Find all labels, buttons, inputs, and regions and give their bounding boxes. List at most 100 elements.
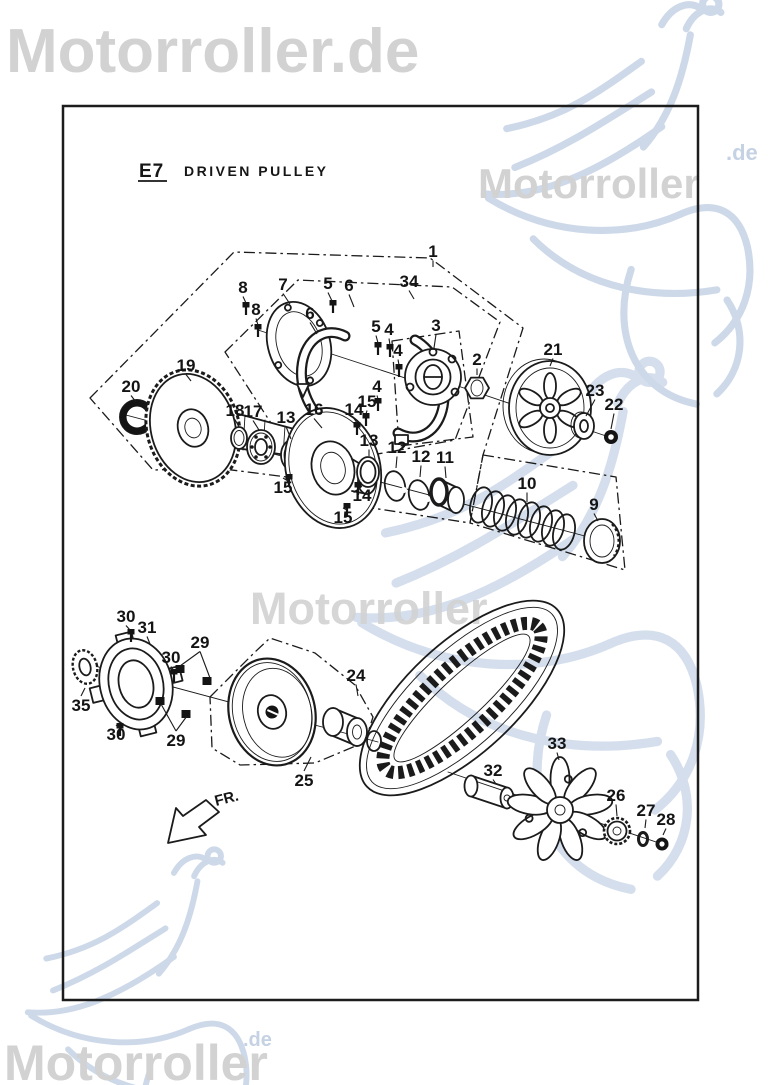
part-leader-line [444, 466, 447, 479]
part-number-label: 9 [589, 495, 598, 514]
part-leader-line [549, 358, 554, 367]
part-leader-line [242, 296, 247, 304]
part-leader-line [313, 418, 323, 429]
page-title: DRIVEN PULLEY [184, 163, 329, 179]
nut-28 [655, 837, 669, 851]
part-number-label: 34 [400, 272, 419, 291]
part-number-label: 6 [305, 304, 314, 323]
part-leader-line [130, 395, 137, 403]
part-leader-line [419, 465, 422, 478]
washer-23 [570, 411, 595, 440]
part-number-label: 4 [372, 377, 382, 396]
part-leader-line [252, 420, 260, 431]
spacer-32 [463, 774, 515, 810]
part-number-label: 32 [484, 761, 503, 780]
part-number-label: 5 [323, 274, 332, 293]
part-number-label: 30 [117, 607, 136, 626]
part-leader-line [375, 335, 379, 344]
part-leader-line [355, 684, 359, 697]
part-leader-line [80, 687, 86, 697]
part-leader-line [395, 456, 398, 469]
part-leader-line [644, 819, 647, 829]
washer-18 [230, 426, 248, 450]
part-leader-line [593, 513, 599, 522]
shoe-group-outline [224, 279, 501, 469]
part-number-label: 23 [586, 381, 605, 400]
part-leader-line [353, 418, 358, 424]
part-leader-line [408, 290, 415, 300]
part-leader-line [285, 426, 292, 440]
fr-direction-arrow: FR. [167, 788, 241, 844]
part-leader-line [585, 399, 596, 417]
part-number-label: 35 [72, 696, 91, 715]
part-number-label: 11 [436, 448, 454, 467]
part-number-label: 14 [345, 400, 364, 419]
part-number-label: 5 [371, 317, 380, 336]
washer-27 [637, 831, 649, 847]
part-leader-line [348, 294, 355, 308]
watermark-text-center: Motorroller [250, 583, 488, 634]
part-number-label: 25 [295, 771, 314, 790]
part-leader-line [615, 804, 618, 817]
part-number-label: 8 [238, 278, 247, 297]
bolt-icon [361, 411, 371, 428]
watermark-text-top-right: Motorroller [478, 160, 700, 207]
watermark-text-top-left: Motorroller.de [6, 17, 419, 86]
part-number-label: 30 [107, 725, 126, 744]
part-leader-line [255, 318, 259, 326]
part-number-label: 18 [226, 401, 245, 420]
lock-nut-2 [464, 376, 490, 400]
part-number-label: 3 [431, 316, 440, 335]
part-number-label: 27 [637, 801, 656, 820]
part-leader-line [303, 756, 312, 772]
section-code: E7 [139, 161, 164, 182]
part-number-label: 2 [472, 350, 481, 369]
cam-plate-31 [88, 630, 184, 738]
part-number-label: 19 [177, 356, 196, 375]
part-leader-line [185, 374, 192, 382]
snap-ring-12a [383, 470, 407, 502]
part-leader-line [146, 636, 151, 645]
snap-ring-12b [407, 479, 431, 511]
slider-block-icon [155, 697, 165, 705]
part-leader-line [492, 779, 497, 785]
part-leader-line [170, 666, 174, 671]
fr-label: FR. [213, 788, 241, 810]
diagram-art [71, 251, 669, 861]
part-number-label: 13 [360, 431, 379, 450]
part-number-label: 7 [278, 275, 287, 294]
part-number-label: 28 [657, 810, 676, 829]
slider-block-icon [202, 677, 212, 685]
part-leader-line [175, 715, 188, 732]
boss-24 [322, 707, 382, 752]
part-leader-line [433, 334, 437, 349]
part-leader-line [376, 395, 379, 400]
bolt-icon [328, 298, 338, 315]
part-leader-line [282, 477, 289, 482]
part-leader-line [199, 651, 211, 679]
part-number-label: 14 [353, 486, 372, 505]
bolt-icon [241, 300, 251, 317]
washer-35 [71, 649, 99, 685]
part-number-label: 15 [358, 392, 377, 411]
part-number-label: 4 [384, 320, 394, 339]
part-number-label: 10 [518, 474, 537, 493]
part-number-label: 1 [428, 242, 437, 261]
part-number-label: 8 [251, 300, 260, 319]
variator-group-outline [209, 637, 374, 766]
part-number-label: 12 [412, 447, 431, 466]
part-number-label: 16 [305, 400, 324, 419]
part-number-label: 22 [605, 395, 624, 414]
bolt-icon [373, 340, 383, 357]
spacer-11 [429, 477, 465, 514]
part-number-label: 6 [344, 276, 353, 295]
page-border [61, 104, 700, 1002]
watermark-layer: Motorroller.de Motorroller .de Motorroll… [4, 0, 758, 1085]
part-leader-line [388, 338, 391, 346]
pinion-26 [602, 816, 632, 846]
clutch-group-outline [391, 330, 474, 447]
watermark-suffix-top-right: .de [726, 140, 758, 165]
part-leader-line [115, 724, 121, 730]
part-leader-line [125, 625, 131, 631]
part-leader-line [397, 359, 400, 366]
